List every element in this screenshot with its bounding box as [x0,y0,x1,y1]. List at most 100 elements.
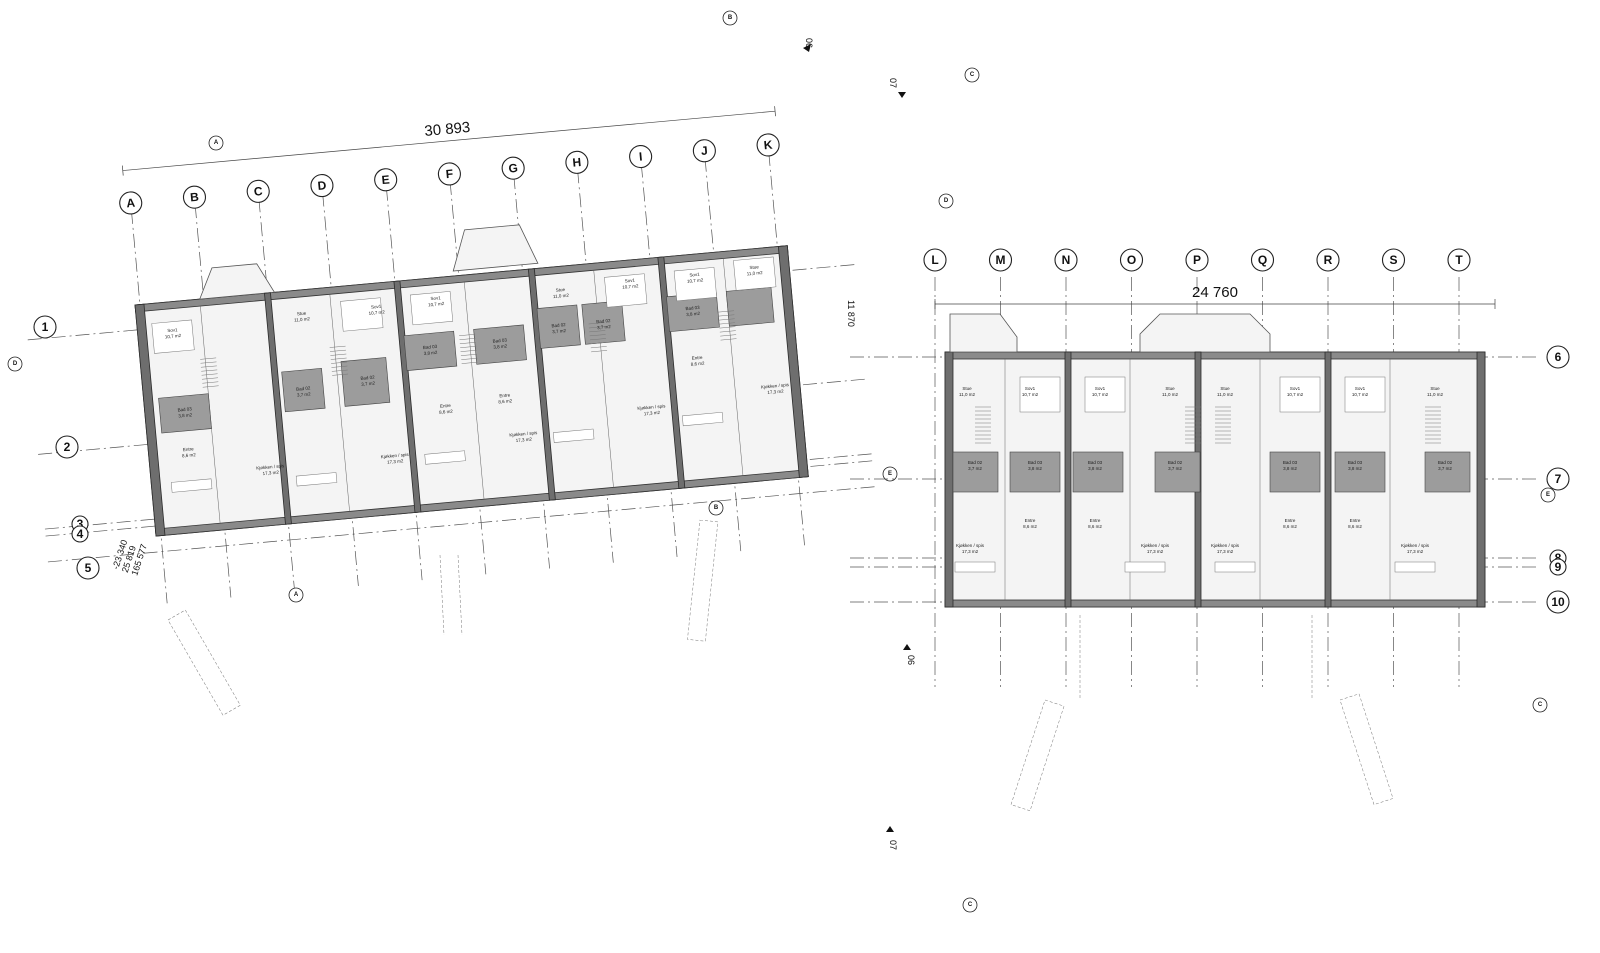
elevation-marker-label: A [214,140,219,146]
left-column-bubble-c-circle [246,179,270,203]
left-row-bubble-5-label: 5 [85,561,92,575]
elevation-marker-9: E [1540,487,1556,503]
right-room-name-19: Entre [1350,518,1361,523]
left-column-bubble-j-label: J [700,143,708,158]
left-bed-5 [673,267,717,302]
right-bathrooms [952,451,1471,493]
left-party-walls [200,256,744,525]
right-room-name-22: Kjøkken / spis [1211,543,1240,548]
right-stair-4 [1425,406,1441,444]
left-stair-tread [590,346,607,349]
section-mark-bottom-1: 06 [906,655,916,665]
left-stair-tread [332,373,349,376]
right-room-name-16: Entre [1025,518,1036,523]
right-column-bubble-n-circle [1054,248,1078,272]
left-column-bubble-d-label: D [317,178,327,193]
left-room-name-7: Sov1 [689,272,700,278]
left-stair-tread [331,365,348,368]
left-kitchen-counter-4 [553,428,595,443]
elevation-marker-label: B [728,15,733,21]
left-stair-tread [459,334,476,336]
right-column-bubble-p: P [1185,248,1209,272]
left-furniture [151,256,777,493]
right-room-area-9: 3,7 m2 [968,466,982,471]
right-room-name-3: Sov1 [1095,386,1106,391]
left-stair-tread [201,377,218,380]
right-column-bubble-o-label: O [1127,253,1136,267]
elevation-marker-circle [1532,697,1548,713]
left-room-area-5: 11,0 m2 [553,293,570,299]
right-column-bubble-t-circle [1447,248,1471,272]
left-stair-tread [720,338,737,341]
right-room-name-21: Kjøkken / spis [1141,543,1170,548]
left-column-bubble-f: F [437,162,461,186]
elevation-marker-7: C [964,67,980,83]
left-stair-tread [719,326,736,329]
right-column-bubble-r-label: R [1324,253,1333,267]
left-room-name-19: Entre [499,392,511,398]
right-column-bubble-m-label: M [996,253,1006,267]
left-column-bubble-g-label: G [508,161,519,176]
left-bay-window-2 [452,224,539,272]
left-column-bubble-c: C [246,179,270,203]
left-room-area-22: 17,3 m2 [387,458,404,464]
right-room-name-7: Sov1 [1355,386,1366,391]
left-stair-tread [331,369,348,372]
right-column-bubble-s-circle [1381,248,1406,272]
left-stair-tread [202,385,219,388]
left-stair-tread [590,342,607,345]
left-column-bubble-k-circle [756,133,780,157]
left-room-name-23: Kjøkken / spis [509,430,538,438]
right-stair-1 [975,406,991,444]
left-stair-tread [329,349,346,352]
elevation-marker-label: C [970,72,975,78]
elevation-marker-label: A [294,592,299,598]
left-column-bubble-a-label: A [126,196,136,211]
left-kitchen-counter-5 [682,411,724,427]
right-room-name-2: Sov1 [1025,386,1036,391]
left-column-bubble-c-label: C [253,184,263,199]
elevation-marker-10: C [1532,697,1548,713]
left-stair-tread [719,330,736,333]
left-room-name-4: Sov1 [430,295,441,301]
left-room-area-2: 11,0 m2 [294,316,311,322]
right-room-name-11: Bad 03 [1088,460,1103,465]
right-column-bubble-s-label: S [1389,253,1397,267]
left-bed-6 [733,256,777,291]
left-room-area-19: 8,6 m2 [498,398,513,404]
right-column-bubble-n: N [1054,248,1078,272]
left-room-area-10: 3,7 m2 [297,391,312,397]
left-depth-dimension: 11 870 [846,300,856,327]
left-stair-tread [588,322,605,325]
right-room-name-13: Bad 03 [1283,460,1298,465]
left-row-bubble-2: 2 [55,435,79,459]
right-stair-2 [1185,406,1201,444]
right-bathroom-2 [1009,451,1061,493]
left-column-bubble-a-circle [119,191,143,215]
right-room-name-15: Bad 02 [1438,460,1453,465]
left-bathroom-2 [281,368,326,413]
right-column-bubble-o-circle [1119,248,1144,272]
left-room-area-9: 3,8 m2 [178,412,193,418]
left-stair-tread [591,350,608,353]
left-row-bubble-1: 1 [33,315,57,339]
left-row-bubble-4: 4 [71,525,89,543]
right-room-area-7: 10,7 m2 [1352,392,1369,397]
left-row-bubble-4-circle [71,525,89,543]
left-room-name-8: Stue [749,264,759,270]
left-stair-tread [460,346,477,348]
left-column-bubble-i-label: I [638,149,643,163]
right-kitchen-counter-1 [954,561,996,573]
left-room-area-7: 10,7 m2 [687,277,704,283]
right-column-bubble-t-label: T [1455,253,1463,267]
right-room-area-22: 17,3 m2 [1217,549,1234,554]
left-stair-tread [330,357,347,360]
section-arrow-1 [803,44,811,52]
left-kitchen-counter-3 [424,450,466,465]
left-section-marks: 06 07 [803,38,906,98]
right-room-area-13: 3,8 m2 [1283,466,1297,471]
section-mark-top-1: 06 [804,38,814,48]
right-room-name-8: Stue [1430,386,1440,391]
